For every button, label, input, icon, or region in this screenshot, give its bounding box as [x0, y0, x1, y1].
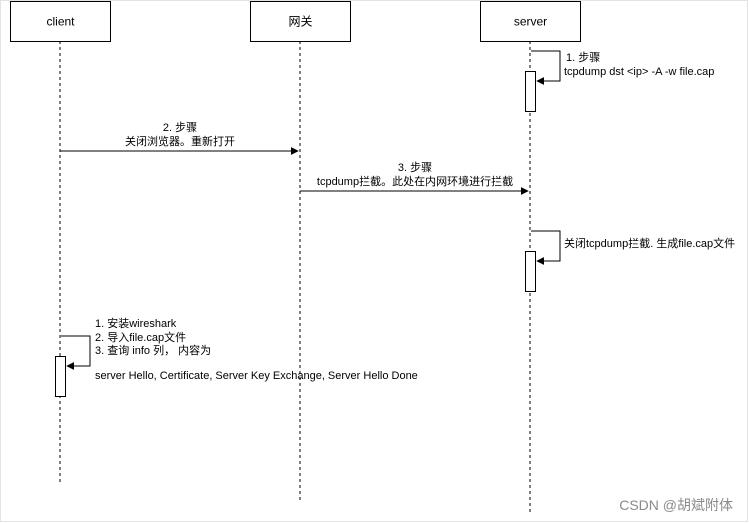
- participant-server-label: server: [514, 15, 547, 29]
- step1-line2: tcpdump dst <ip> -A -w file.cap: [564, 66, 714, 78]
- participant-server: server: [480, 1, 581, 42]
- step2-line1: 2. 步骤: [163, 121, 197, 134]
- activation-server-2: [525, 251, 536, 292]
- participant-client-label: client: [46, 15, 75, 29]
- self-arrow-server-2: [531, 230, 561, 265]
- step5-line3: 3. 查询 info 列， 内容为: [95, 343, 211, 357]
- step5-line2: 2. 导入file.cap文件: [95, 330, 186, 344]
- activation-client-1: [55, 356, 66, 397]
- step3-line1: 3. 步骤: [398, 161, 432, 174]
- message-step3: 3. 步骤 tcpdump拦截。此处在内网环境进行拦截: [300, 161, 529, 195]
- participant-gateway: 网关: [250, 1, 351, 42]
- self-arrow-client-1: [61, 335, 91, 370]
- participant-client: client: [10, 1, 111, 42]
- message-step2: 2. 步骤 关闭浏览器。重新打开: [60, 121, 299, 155]
- activation-server-1: [525, 71, 536, 112]
- watermark-text: CSDN @胡斌附体: [619, 497, 733, 513]
- message-step1: 1. 步骤 tcpdump dst <ip> -A -w file.cap: [525, 50, 714, 112]
- message-step4: 关闭tcpdump拦截. 生成file.cap文件: [525, 230, 735, 292]
- step4-line1: 关闭tcpdump拦截. 生成file.cap文件: [564, 236, 735, 250]
- participant-gateway-label: 网关: [288, 15, 312, 29]
- step5-line1: 1. 安装wireshark: [95, 316, 177, 330]
- self-arrow-server-1: [531, 50, 561, 85]
- step2-line2: 关闭浏览器。重新打开: [125, 134, 235, 148]
- step1-line1: 1. 步骤: [566, 51, 600, 64]
- message-step5: 1. 安装wireshark 2. 导入file.cap文件 3. 查询 inf…: [55, 316, 418, 397]
- step5-line4: server Hello, Certificate, Server Key Ex…: [95, 370, 418, 382]
- step3-line2: tcpdump拦截。此处在内网环境进行拦截: [317, 174, 513, 188]
